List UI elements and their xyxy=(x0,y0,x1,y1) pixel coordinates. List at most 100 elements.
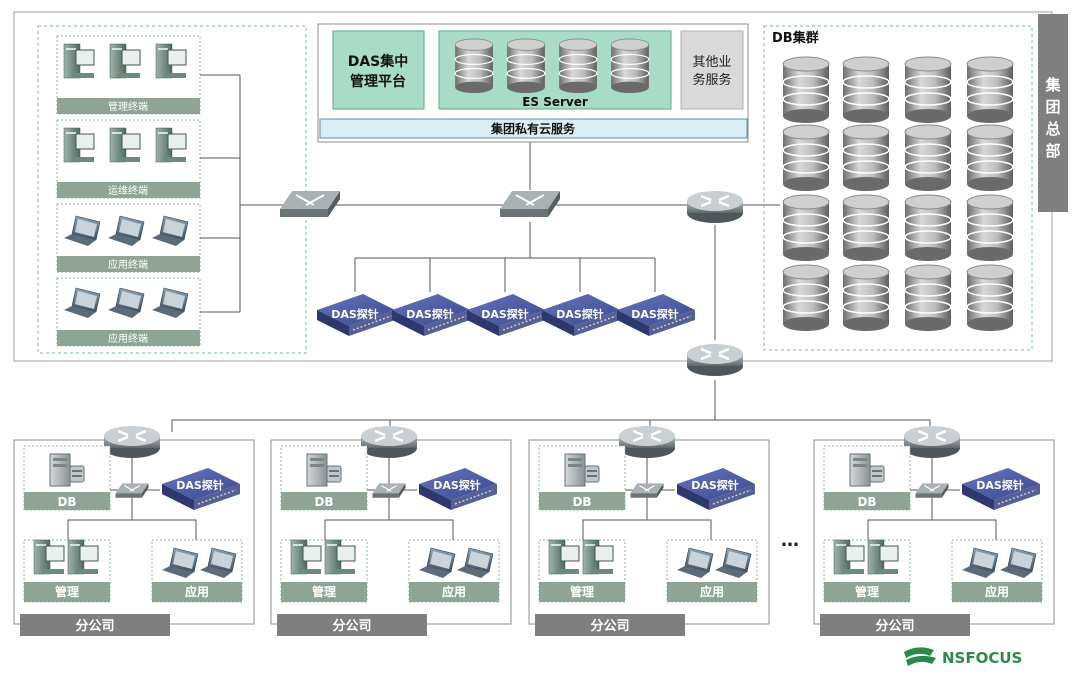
db-cylinder-icon xyxy=(782,264,830,332)
es-db-icon xyxy=(506,38,546,94)
hq-side-banner xyxy=(1038,14,1068,212)
branch-app-label: 应用 xyxy=(985,584,1009,599)
hq-probe: DAS探针 xyxy=(391,293,471,337)
branch-app-label: 应用 xyxy=(700,584,724,599)
hq-probe-label: DAS探针 xyxy=(556,307,604,321)
branch-probe-label: DAS探针 xyxy=(976,478,1024,492)
nsfocus-logo-mark xyxy=(904,647,936,666)
branch-name-banner xyxy=(277,614,427,636)
hq-side-char: 集 xyxy=(1044,76,1061,94)
hq-probe: DAS探针 xyxy=(316,293,396,337)
db-cylinder-icon xyxy=(966,124,1014,192)
branch-db-label-bar xyxy=(24,492,110,510)
branch-app-label: 应用 xyxy=(185,584,209,599)
branch-app-label-bar xyxy=(152,582,242,602)
terminal-group-label: 应用终端 xyxy=(108,332,148,345)
other-service-label: 务服务 xyxy=(692,72,731,88)
branch-db-label-bar xyxy=(539,492,625,510)
db-cylinder-icon xyxy=(782,124,830,192)
other-service-label: 其他业 xyxy=(692,55,731,70)
db-cylinder-icon xyxy=(966,194,1014,262)
branch-mgmt-label: 管理 xyxy=(55,584,79,599)
hq-probe: DAS探针 xyxy=(541,293,621,337)
branch-name-label: 分公司 xyxy=(75,618,114,634)
branch-name-banner xyxy=(535,614,685,636)
branch-db-label: DB xyxy=(857,495,876,509)
branch-mgmt-label-bar xyxy=(539,582,625,602)
hq-probe-label: DAS探针 xyxy=(481,307,529,321)
branch-app-label-bar xyxy=(409,582,499,602)
db-cylinder-icon xyxy=(842,194,890,262)
hq-router xyxy=(685,189,745,225)
db-cylinder-icon xyxy=(842,264,890,332)
branch-name-label: 分公司 xyxy=(332,618,371,634)
core-router xyxy=(685,342,745,378)
other-service-box xyxy=(680,30,744,110)
es-db-icon xyxy=(610,38,650,94)
branch-app-label-bar xyxy=(667,582,757,602)
hq-probe-label: DAS探针 xyxy=(631,307,679,321)
branch-name-banner xyxy=(820,614,970,636)
hq-side-banner-text: 集 团 总 部 xyxy=(1044,76,1061,160)
branch-probe-label: DAS探针 xyxy=(433,478,481,492)
es-db-icon xyxy=(454,38,494,94)
more-branches-ellipsis: … xyxy=(781,530,799,551)
nsfocus-logo-text: NSFOCUS xyxy=(942,649,1022,667)
db-cylinder-icon xyxy=(966,56,1014,124)
branch-db-label-bar xyxy=(281,492,367,510)
es-db-icon xyxy=(558,38,598,94)
branch-mgmt-label: 管理 xyxy=(312,584,336,599)
db-cylinder-icon xyxy=(842,124,890,192)
branch-name-label: 分公司 xyxy=(590,618,629,634)
terminal-group-label: 管理终端 xyxy=(108,100,148,113)
branch-name-label: 分公司 xyxy=(875,618,914,634)
branch-probe-label: DAS探针 xyxy=(691,478,739,492)
branch-router xyxy=(617,424,677,460)
hq-probe: DAS探针 xyxy=(616,293,696,337)
private-cloud-bar xyxy=(319,118,748,139)
terminal-group-label: 运维终端 xyxy=(108,184,148,197)
branch-app-label-bar xyxy=(952,582,1042,602)
hq-side-char: 部 xyxy=(1045,142,1060,160)
branch-name-banner xyxy=(20,614,170,636)
das-platform-label: DAS集中 xyxy=(348,53,409,70)
terminal-group-ops: 运维终端 xyxy=(56,119,201,199)
hq-side-char: 团 xyxy=(1045,98,1060,116)
db-cylinder-icon xyxy=(782,56,830,124)
branch-router xyxy=(359,424,419,460)
das-platform-box xyxy=(332,30,425,110)
hq-probe-label: DAS探针 xyxy=(406,307,454,321)
db-cylinder-icon xyxy=(904,124,952,192)
hq-probe: DAS探针 xyxy=(466,293,546,337)
terminal-area xyxy=(37,25,307,354)
branch-mgmt-label-bar xyxy=(281,582,367,602)
branch-db-label: DB xyxy=(57,495,76,509)
db-cluster-area xyxy=(763,25,1033,351)
db-cylinder-icon xyxy=(904,56,952,124)
branch-db-label-bar xyxy=(824,492,910,510)
branch-mgmt-label: 管理 xyxy=(855,584,879,599)
das-platform-label: 管理平台 xyxy=(350,73,406,90)
terminal-group-management: 管理终端 xyxy=(56,35,201,115)
branch-probe-label: DAS探针 xyxy=(176,478,224,492)
branch-db-label: DB xyxy=(572,495,591,509)
branch-router xyxy=(102,424,162,460)
hq-probe-label: DAS探针 xyxy=(331,307,379,321)
db-cylinder-icon xyxy=(904,264,952,332)
nsfocus-logo: NSFOCUS xyxy=(904,647,1022,667)
private-cloud-label: 集团私有云服务 xyxy=(490,121,576,136)
hq-side-char: 总 xyxy=(1045,120,1060,138)
db-cylinder-icon xyxy=(782,194,830,262)
branch-db-label: DB xyxy=(314,495,333,509)
db-cylinder-icon xyxy=(966,264,1014,332)
branch-mgmt-label-bar xyxy=(24,582,110,602)
db-cluster-label: DB集群 xyxy=(772,30,819,46)
branch-router xyxy=(902,424,962,460)
terminal-group-app-2: 应用终端 xyxy=(56,277,201,347)
branch-app-label: 应用 xyxy=(442,584,466,599)
